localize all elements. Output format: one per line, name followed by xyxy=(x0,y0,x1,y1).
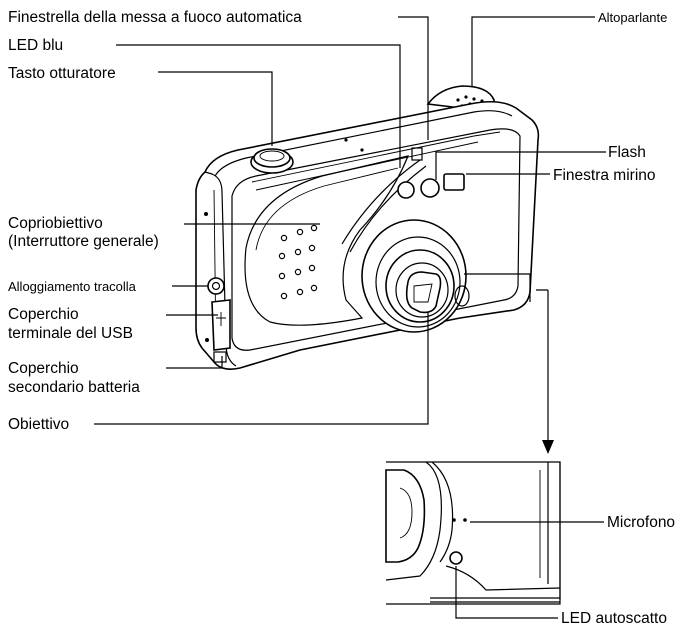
label-speaker: Altoparlante xyxy=(598,10,667,25)
label-battery-cover: Coperchio xyxy=(8,360,79,377)
lens-assembly xyxy=(361,219,467,333)
label-strap: Alloggiamento tracolla xyxy=(8,279,137,294)
arrow-down-icon xyxy=(542,440,554,454)
label-lens-cover-sub: (Interruttore generale) xyxy=(8,233,159,250)
label-lens: Obiettivo xyxy=(8,416,69,433)
battery-subcover xyxy=(213,351,227,363)
flash-window xyxy=(420,178,440,198)
blue-led xyxy=(397,181,415,199)
shutter-button xyxy=(250,148,294,174)
label-flash: Flash xyxy=(608,144,646,161)
microphone-hole xyxy=(452,518,456,522)
label-self-timer: LED autoscatto xyxy=(561,610,667,627)
label-microphone: Microfono xyxy=(607,514,675,531)
self-timer-led xyxy=(449,551,463,565)
label-usb-cover: Coperchio xyxy=(8,306,79,323)
label-usb-cover-sub: terminale del USB xyxy=(8,325,133,342)
leader-lines xyxy=(94,16,606,619)
camera-body xyxy=(195,100,540,370)
label-shutter: Tasto otturatore xyxy=(8,65,116,82)
camera-illustration xyxy=(195,85,540,370)
label-lens-cover: Copriobiettivo xyxy=(8,215,103,232)
microphone-hole xyxy=(463,518,467,522)
af-window xyxy=(411,147,423,161)
usb-cover xyxy=(211,299,231,351)
front-dot-pattern xyxy=(278,224,318,300)
label-blue-led: LED blu xyxy=(8,37,63,54)
strap-lug xyxy=(207,277,225,295)
viewfinder-window xyxy=(443,173,465,191)
label-viewfinder: Finestra mirino xyxy=(553,167,656,184)
label-battery-cover-sub: secondario batteria xyxy=(8,379,140,396)
inset-detail xyxy=(385,461,561,605)
label-af-window: Finestrella della messa a fuoco automati… xyxy=(8,9,302,26)
